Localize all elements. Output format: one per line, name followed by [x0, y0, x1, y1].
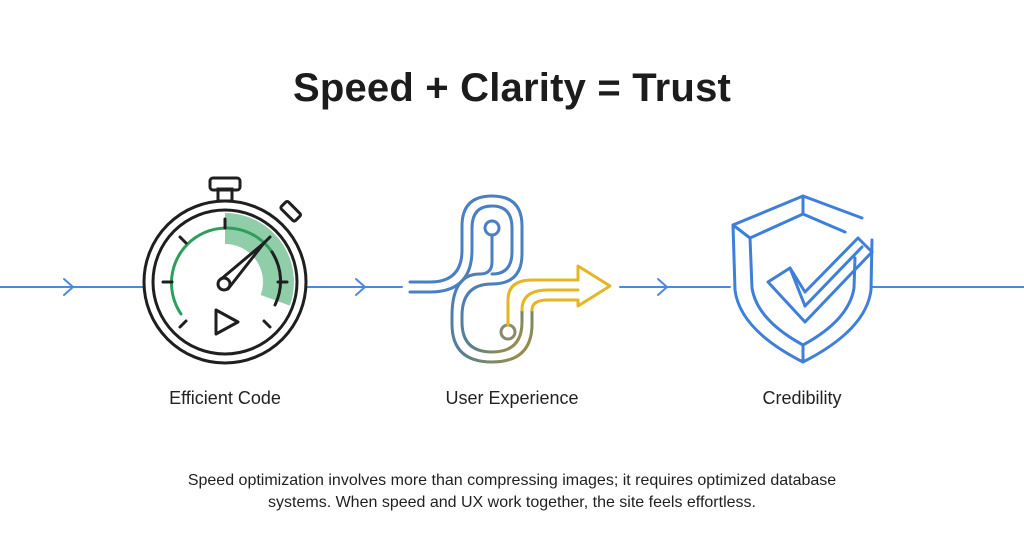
diagram-title: Speed + Clarity = Trust [292, 66, 732, 110]
flow-chevron [63, 278, 74, 296]
flow-chevron [355, 278, 366, 296]
caption-line-2: systems. When speed and UX work together… [268, 494, 756, 511]
caption-line-1: Speed optimization involves more than co… [187, 472, 837, 489]
winding-path-arrow-icon [408, 194, 612, 364]
shield-check-icon [731, 194, 874, 364]
stopwatch-icon [142, 176, 308, 365]
step-label-efficient-code: Efficient Code [169, 388, 281, 408]
step-label-user-experience: User Experience [445, 388, 579, 408]
step-label-credibility: Credibility [762, 388, 842, 408]
flow-chevron [657, 278, 668, 296]
flow-line [0, 278, 1024, 296]
caption: Speed optimization involves more than co… [112, 470, 912, 514]
